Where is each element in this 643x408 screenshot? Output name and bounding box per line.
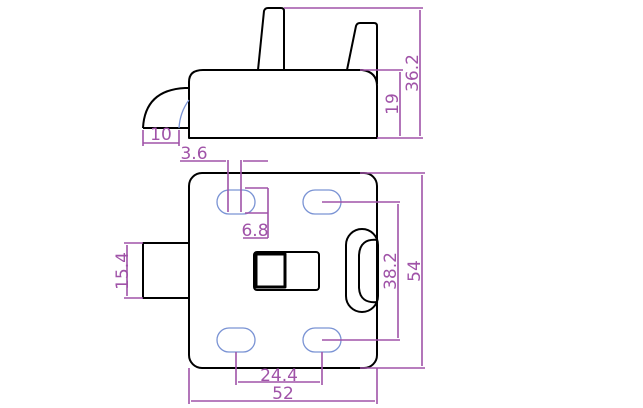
dim-hole-spacing-vertical: 38.2	[381, 252, 401, 290]
prong-left	[257, 7, 285, 71]
dim-slot-width: 6.8	[241, 221, 268, 241]
mounting-slot	[216, 327, 256, 353]
dim-body-height: 19	[383, 93, 403, 115]
switch-slider	[254, 252, 287, 289]
mounting-slot	[216, 189, 256, 215]
dim-knob-width: 10	[150, 125, 172, 145]
dim-hole-spacing-horizontal: 24.4	[260, 366, 298, 386]
prong-right	[346, 22, 378, 84]
dim-overall-height: 36.2	[403, 54, 423, 92]
knob-side	[142, 87, 189, 129]
dim-plate-height: 54	[405, 260, 425, 282]
tongue	[142, 242, 190, 299]
front-view	[142, 172, 379, 369]
handle-inner	[358, 238, 379, 304]
handle-outer	[345, 228, 379, 313]
dimensions: 36.2 19 10 3.6 6.8 15.4 38.2 54 24.4 52	[113, 7, 425, 404]
side-view	[142, 7, 378, 139]
dim-offset: 3.6	[180, 144, 207, 164]
switch	[253, 251, 320, 291]
body-side	[188, 69, 378, 139]
dim-plate-width: 52	[272, 384, 294, 404]
knob-hidden-edge	[178, 99, 190, 129]
dim-tongue-height: 15.4	[113, 252, 133, 290]
